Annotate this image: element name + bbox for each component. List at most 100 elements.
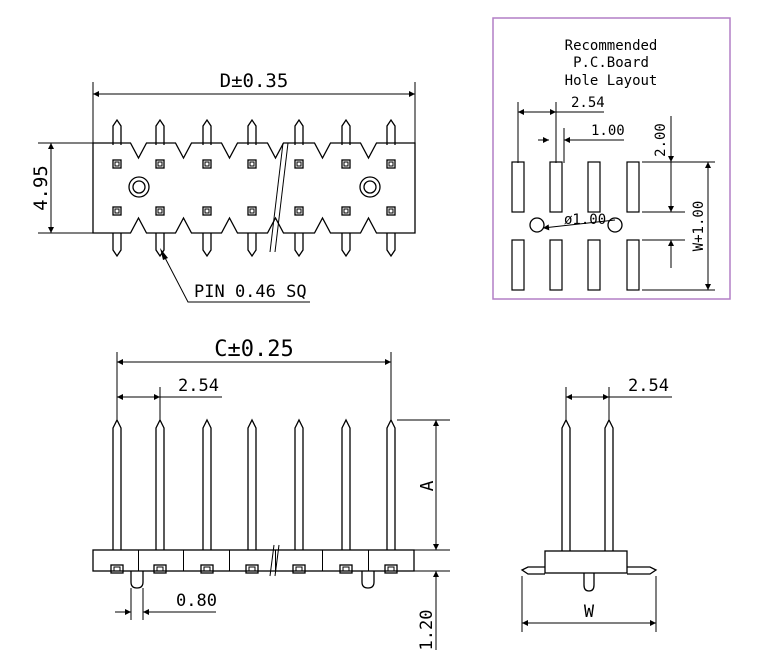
front-posts <box>130 571 375 589</box>
top-contact-4-1 <box>247 159 257 169</box>
front-window-2 <box>153 564 167 574</box>
pcb-pad-bottom-3 <box>587 239 601 291</box>
pcb-title-line1: Recommended <box>565 38 658 54</box>
c-dimension-label: C±0.25 <box>214 337 293 362</box>
front-pitch-label: 2.54 <box>178 376 219 396</box>
pcb-pad-bottom-1 <box>511 239 525 291</box>
top-pin-5-upper <box>294 118 304 145</box>
a-dimension-label: A <box>417 480 438 491</box>
top-contact-3-1 <box>202 159 212 169</box>
top-contact-1-2 <box>112 206 122 216</box>
top-contact-3-2 <box>202 206 212 216</box>
top-pin-4-lower <box>247 233 257 258</box>
front-window-7 <box>384 564 398 574</box>
side-view-tail-right <box>627 566 658 575</box>
pcb-layout-panel: Recommended P.C.Board Hole Layout 2.54 1… <box>492 17 731 300</box>
pcb-pitch-label: 2.54 <box>571 95 605 111</box>
top-break-line-a <box>269 142 284 253</box>
side-view-post <box>583 573 595 592</box>
front-view: C±0.25 2.54 A 1.20 0.80 <box>92 337 450 651</box>
side-view-body <box>544 550 628 574</box>
front-view-pins <box>112 418 396 550</box>
height-dimension-label: 4.95 <box>30 165 52 211</box>
front-window-3 <box>200 564 214 574</box>
pin-leader-arrow <box>160 248 168 260</box>
top-pin-7-upper <box>386 118 396 145</box>
top-pin-1-upper <box>112 118 122 145</box>
front-pin-5 <box>294 418 304 550</box>
front-view-ticks <box>138 550 369 571</box>
top-contact-5-1 <box>294 159 304 169</box>
top-mounting-hole-left <box>128 176 150 198</box>
pcb-hole-label: ø1.00 <box>564 212 606 228</box>
pcb-pad-top-3 <box>587 161 601 213</box>
front-pin-4 <box>247 418 257 550</box>
pcb-title-line3: Hole Layout <box>565 73 658 89</box>
top-contact-6-2 <box>341 206 351 216</box>
pcb-layout-frame <box>492 17 731 300</box>
pcb-hole-left <box>529 217 545 233</box>
front-window-4 <box>245 564 259 574</box>
base-dimension-label: 1.20 <box>417 610 437 651</box>
side-pitch-label: 2.54 <box>628 376 669 396</box>
top-view-contact-squares <box>112 159 396 216</box>
top-pin-7-lower <box>386 233 396 258</box>
top-pin-3-upper <box>202 118 212 145</box>
top-view-pins <box>112 118 396 258</box>
pcb-pad-bottom-4 <box>626 239 640 291</box>
pin-offset-label: 0.80 <box>176 591 217 611</box>
pcb-title-line2: P.C.Board <box>573 55 649 71</box>
front-break-line-b <box>274 544 280 577</box>
pcb-hole-leader <box>542 219 616 231</box>
top-pin-6-upper <box>341 118 351 145</box>
side-view: 2.54 W <box>520 376 672 632</box>
front-view-windows <box>110 564 398 574</box>
front-pin-6 <box>341 418 351 550</box>
front-break-line-a <box>269 544 275 577</box>
side-pin-1 <box>561 418 571 551</box>
pcb-pad-top-4 <box>626 161 640 213</box>
pin-leader-line <box>161 251 310 303</box>
pcb-w-label: W+1.00 <box>691 201 707 252</box>
top-contact-5-2 <box>294 206 304 216</box>
front-pin-7 <box>386 418 396 550</box>
top-contact-2-1 <box>155 159 165 169</box>
pcb-pad-bottom-2 <box>549 239 563 291</box>
top-contact-2-2 <box>155 206 165 216</box>
top-contact-7-2 <box>386 206 396 216</box>
pcb-pad-top-1 <box>511 161 525 213</box>
front-pin-3 <box>202 418 212 550</box>
top-pin-4-upper <box>247 118 257 145</box>
top-contact-1-1 <box>112 159 122 169</box>
top-mounting-hole-right <box>359 176 381 198</box>
top-pin-5-lower <box>294 233 304 258</box>
pcb-pad-top-2 <box>549 161 563 213</box>
pcb-pad-width-label: 1.00 <box>591 123 625 139</box>
front-pin-1 <box>112 418 122 550</box>
front-window-1 <box>110 564 124 574</box>
top-contact-6-1 <box>341 159 351 169</box>
top-break-line-b <box>274 142 289 253</box>
top-view-body-outline <box>92 142 416 234</box>
top-view: D±0.35 4.95 PIN 0.46 SQ <box>30 70 416 303</box>
top-contact-4-2 <box>247 206 257 216</box>
pcb-pads <box>511 161 640 291</box>
top-contact-7-1 <box>386 159 396 169</box>
top-pin-2-upper <box>155 118 165 145</box>
pin-size-label: PIN 0.46 SQ <box>194 282 307 302</box>
top-pin-1-lower <box>112 233 122 258</box>
front-pin-2 <box>155 418 165 550</box>
side-view-tail-left <box>520 566 545 575</box>
pcb-row-gap-label: 2.00 <box>653 123 669 157</box>
w-dimension-label: W <box>584 602 595 622</box>
d-dimension-label: D±0.35 <box>220 70 289 92</box>
pcb-hole-right <box>607 217 623 233</box>
side-pin-2 <box>604 418 614 551</box>
side-view-pins <box>561 418 614 551</box>
top-pin-3-lower <box>202 233 212 258</box>
top-pin-6-lower <box>341 233 351 258</box>
front-window-5 <box>292 564 306 574</box>
top-pin-2-lower <box>155 233 165 258</box>
front-window-6 <box>339 564 353 574</box>
